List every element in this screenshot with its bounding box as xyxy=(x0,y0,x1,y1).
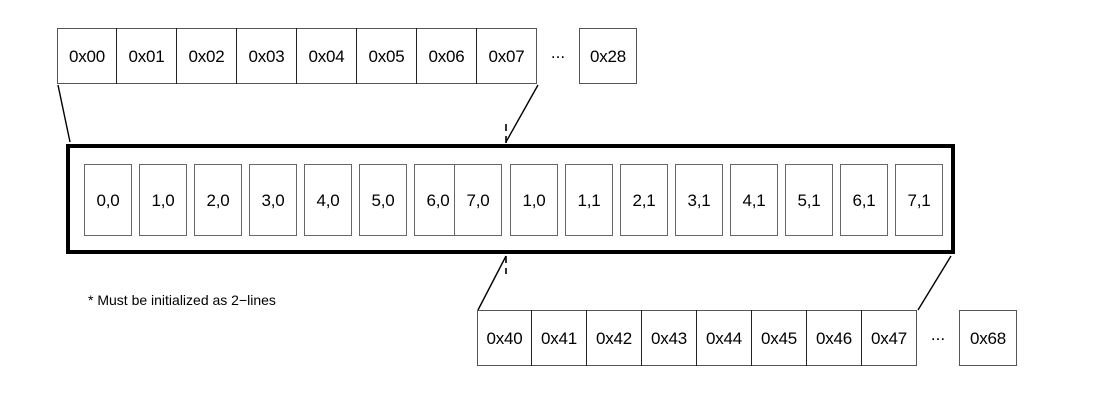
address-cell-0x46: 0x46 xyxy=(806,310,862,366)
cache-cell-5-0: 5,0 xyxy=(359,164,407,236)
address-cell-0x04: 0x04 xyxy=(296,28,357,84)
address-cell-0x06: 0x06 xyxy=(416,28,477,84)
line-1-address-row: 0x40 0x41 0x42 0x43 0x44 0x45 0x46 0x47 … xyxy=(477,310,1017,366)
address-cell-0x44: 0x44 xyxy=(696,310,752,366)
cache-cell-0-0: 0,0 xyxy=(84,164,132,236)
address-cell-0x05: 0x05 xyxy=(356,28,417,84)
cache-cell-3-1: 3,1 xyxy=(675,164,723,236)
address-cell-0x41: 0x41 xyxy=(531,310,587,366)
cache-cell-2-0: 2,0 xyxy=(194,164,242,236)
connector-bottom-right xyxy=(917,255,952,311)
address-cell-0x42: 0x42 xyxy=(586,310,642,366)
line-0-ellipsis: ... xyxy=(550,43,566,62)
line-1-ellipsis: ... xyxy=(930,325,946,344)
cache-cell-group: 0,0 1,0 2,0 3,0 4,0 5,0 6,0 7,0 1,0 1,1 … xyxy=(70,148,951,250)
address-cell-0x03: 0x03 xyxy=(236,28,297,84)
initialization-note: * Must be initialized as 2−lines xyxy=(88,292,276,308)
connector-bottom-left xyxy=(477,255,507,311)
cache-cell-1-0: 1,0 xyxy=(139,164,187,236)
cache-cell-7-0: 7,0 xyxy=(454,164,502,236)
cache-cell-6-1: 6,1 xyxy=(840,164,888,236)
address-cell-0x02: 0x02 xyxy=(176,28,237,84)
line-1-address-run: 0x40 0x41 0x42 0x43 0x44 0x45 0x46 0x47 xyxy=(477,310,917,366)
cache-cell-1-0-b: 1,0 xyxy=(510,164,558,236)
cache-cell-7-1: 7,1 xyxy=(895,164,943,236)
cache-cell-3-0: 3,0 xyxy=(249,164,297,236)
cache-cell-1-1: 1,1 xyxy=(565,164,613,236)
address-cell-0x43: 0x43 xyxy=(641,310,697,366)
line-0-address-row: 0x00 0x01 0x02 0x03 0x04 0x05 0x06 0x07 … xyxy=(57,28,637,84)
address-cell-0x68: 0x68 xyxy=(959,310,1017,366)
address-cell-0x07: 0x07 xyxy=(476,28,537,84)
address-cell-0x00: 0x00 xyxy=(57,28,117,84)
cache-cell-2-1: 2,1 xyxy=(620,164,668,236)
address-cell-0x45: 0x45 xyxy=(751,310,807,366)
connector-top-left xyxy=(57,84,71,143)
connector-top-right xyxy=(505,84,539,143)
cache-line-buffer: 0,0 1,0 2,0 3,0 4,0 5,0 6,0 7,0 1,0 1,1 … xyxy=(66,144,955,254)
address-cell-0x01: 0x01 xyxy=(116,28,177,84)
cache-cell-4-0: 4,0 xyxy=(304,164,352,236)
address-cell-0x47: 0x47 xyxy=(861,310,917,366)
address-cell-0x40: 0x40 xyxy=(477,310,532,366)
cache-cell-4-1: 4,1 xyxy=(730,164,778,236)
address-cell-0x28: 0x28 xyxy=(579,28,637,84)
cache-cell-5-1: 5,1 xyxy=(785,164,833,236)
line-0-address-run: 0x00 0x01 0x02 0x03 0x04 0x05 0x06 0x07 xyxy=(57,28,537,84)
